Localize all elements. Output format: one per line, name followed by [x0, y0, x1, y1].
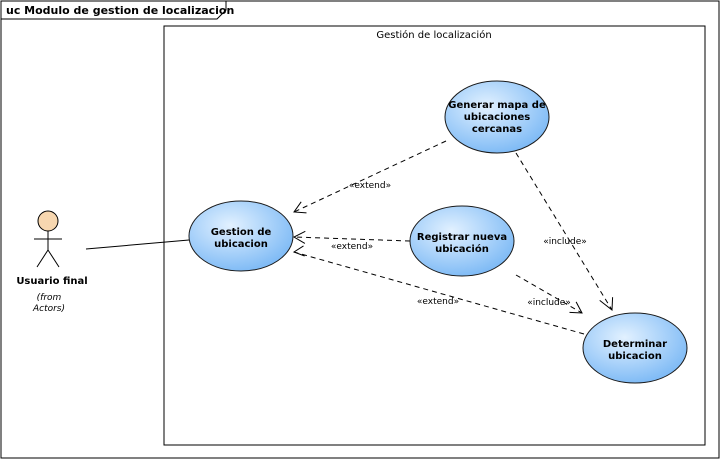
- extend-label-determinar: «extend»: [417, 297, 459, 307]
- usecase-determinar-line2: ubicacion: [608, 351, 662, 362]
- usecase-generar-line3: cercanas: [472, 124, 522, 135]
- usecase-generar-line1: Generar mapa de: [448, 100, 546, 111]
- extend-label-registrar: «extend»: [331, 242, 373, 252]
- arrowhead: [292, 230, 306, 244]
- extend-registrar-line: [293, 236, 411, 242]
- usecase-determinar-ubicacion[interactable]: Determinar ubicacion: [582, 312, 688, 384]
- extend-generar-line: [293, 140, 447, 213]
- actor-usuario-final[interactable]: [34, 210, 62, 268]
- usecase-gestion-ubicacion[interactable]: Gestion de ubicacion: [188, 200, 294, 272]
- boundary-title: Gestión de localización: [376, 29, 491, 41]
- include-registrar-line: [515, 274, 583, 314]
- frame-title: uc Modulo de gestion de localizacion: [6, 4, 234, 17]
- include-label-generar: «include»: [543, 237, 587, 247]
- actor-head: [37, 210, 59, 232]
- arrowhead: [599, 297, 614, 311]
- usecase-registrar-line1: Registrar nueva: [417, 232, 507, 243]
- arrowhead: [293, 201, 307, 214]
- include-generar-line: [515, 152, 613, 311]
- usecase-generar-mapa[interactable]: Generar mapa de ubicaciones cercanas: [444, 80, 550, 154]
- usecase-gestion-line1: Gestion de: [211, 227, 272, 238]
- usecase-gestion-line2: ubicacion: [214, 239, 268, 250]
- extend-label-generar: «extend»: [349, 181, 391, 191]
- arrowhead: [569, 301, 583, 314]
- association-line: [85, 239, 190, 250]
- include-label-registrar: «include»: [527, 298, 571, 308]
- arrowhead: [292, 245, 305, 257]
- actor-note-line1: (from: [37, 293, 62, 303]
- usecase-determinar-line1: Determinar: [603, 339, 667, 350]
- frame-title-tab: [1, 1, 227, 20]
- usecase-generar-line2: ubicaciones: [464, 112, 531, 123]
- usecase-registrar-ubicacion[interactable]: Registrar nueva ubicación: [409, 205, 515, 277]
- actor-note-line2: Actors): [32, 304, 65, 314]
- actor-name: Usuario final: [16, 276, 87, 287]
- usecase-registrar-line2: ubicación: [435, 243, 489, 255]
